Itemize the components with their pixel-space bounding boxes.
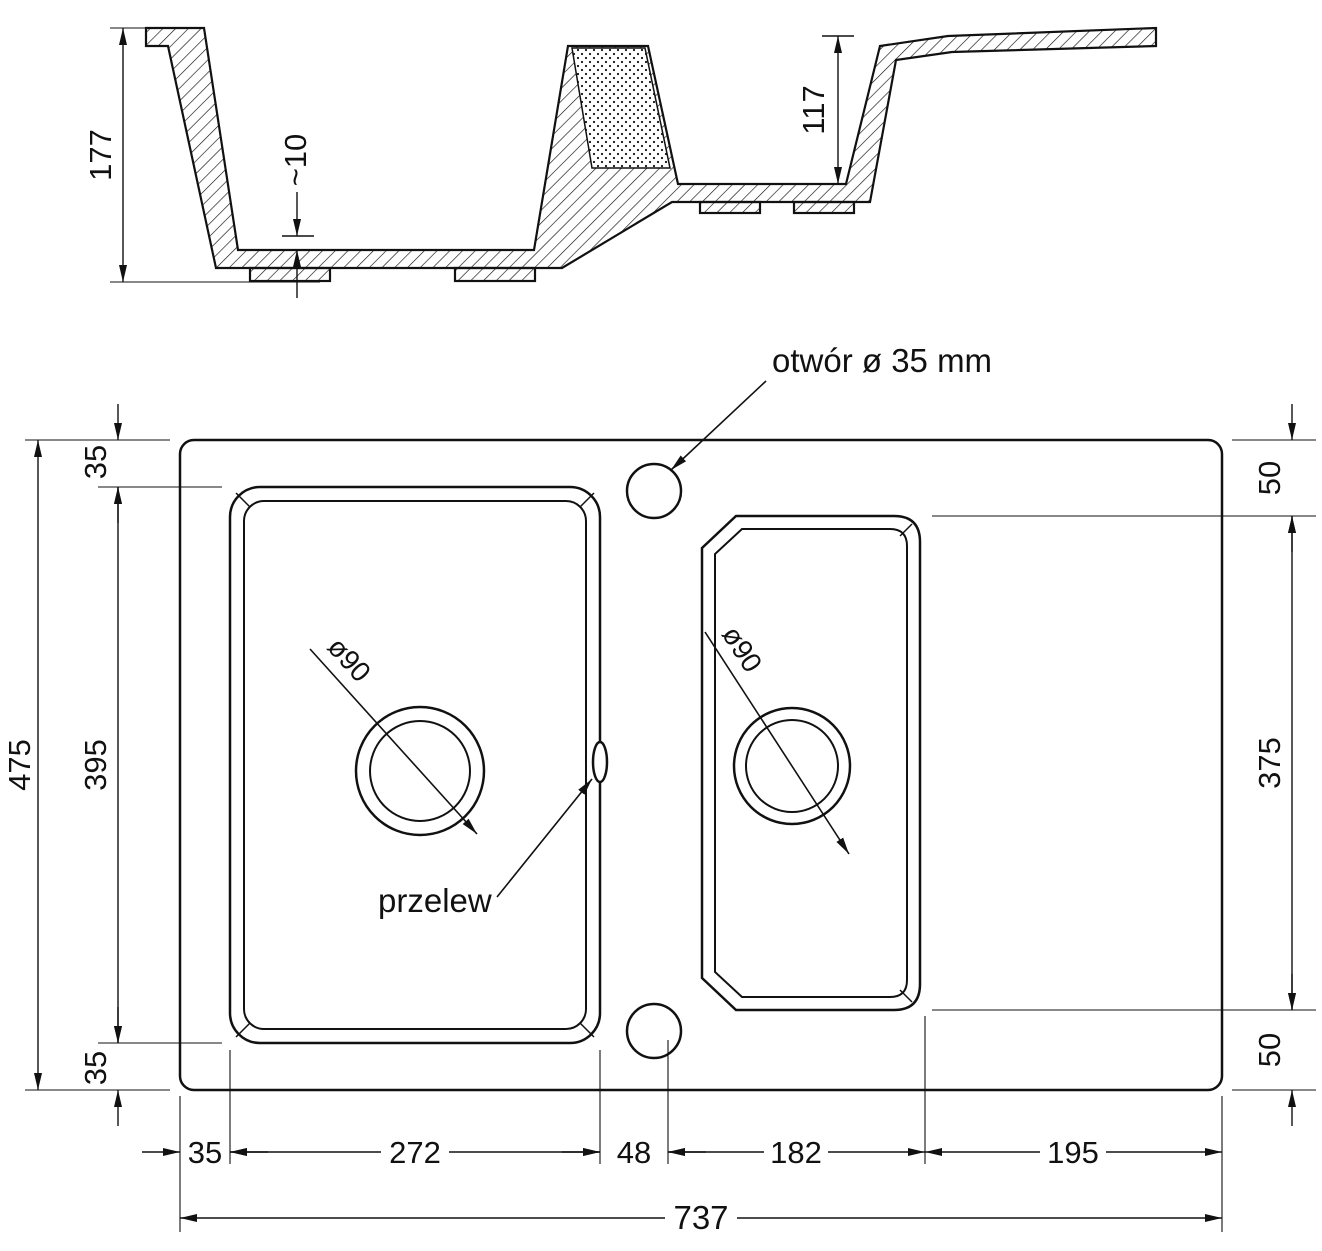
section-divider-stipple	[571, 47, 671, 169]
overflow-slot	[591, 740, 609, 784]
overflow-label: przelew	[378, 882, 492, 919]
dim-label: 117	[796, 85, 831, 134]
corner-tick	[579, 492, 595, 508]
label-overflow: przelew	[378, 778, 593, 919]
dim-label: 737	[673, 1199, 728, 1236]
corner-tick	[579, 1022, 595, 1038]
leader-line	[309, 648, 478, 835]
dim-label: 50	[1252, 461, 1287, 495]
dim-label-mask	[1040, 1136, 1106, 1168]
section-foot	[698, 200, 762, 215]
dim-right-basin-width: 182	[668, 1135, 925, 1170]
leader-line	[704, 631, 850, 855]
tap-hole	[625, 462, 683, 520]
dim-label: 35	[78, 1051, 113, 1085]
dim-left-margin-bottom: 35	[78, 1007, 122, 1126]
dim-label: ~10	[278, 134, 313, 187]
dim-left-margin-top: 35	[78, 404, 122, 523]
corner-tick	[235, 492, 251, 508]
dim-total-width: 737	[180, 1199, 1222, 1236]
section-foot	[792, 200, 856, 215]
dim-label: 272	[389, 1135, 441, 1170]
leader-line	[496, 778, 593, 898]
dim-label: 177	[83, 129, 118, 181]
dim-label: 35	[188, 1135, 222, 1170]
left-basin-inner-outline	[243, 500, 587, 1030]
dim-depth-left: 177	[83, 27, 320, 283]
dim-label: 475	[2, 739, 37, 791]
dim-label: 48	[617, 1135, 651, 1170]
section-foot	[453, 266, 537, 283]
right-basin-inner-outline	[714, 528, 908, 998]
corner-tick	[899, 989, 913, 1003]
dim-right-margin-top: 50	[1252, 404, 1296, 552]
dim-right-basin-height: 375	[1252, 516, 1296, 1010]
label-tap-hole: otwór ø 35 mm	[670, 342, 992, 471]
tap-hole-label: otwór ø 35 mm	[772, 342, 992, 379]
leader-line	[670, 380, 767, 471]
dim-label: 50	[1252, 1033, 1287, 1067]
right-drain-inner	[745, 719, 839, 813]
left-drain-inner	[369, 720, 471, 822]
dim-floor-offset: ~10	[278, 134, 314, 298]
dim-left-basin-height: 395	[78, 487, 122, 1043]
dim-label: 375	[1252, 737, 1287, 789]
dim-left-basin-width: 272	[230, 1135, 600, 1170]
dim-divider-width: 48	[562, 1135, 706, 1170]
plan-view: ø90 ø90 przelew otwór ø 35 mm	[2, 342, 1316, 1236]
dim-depth-right: 117	[796, 35, 854, 184]
dim-label: 35	[78, 445, 113, 479]
corner-tick	[899, 523, 913, 537]
dim-label: 182	[770, 1135, 822, 1170]
cross-section-view: 177 ~10 117	[83, 26, 1158, 298]
corner-tick	[235, 1022, 251, 1038]
dim-right-margin-bottom: 50	[1252, 974, 1296, 1126]
dim-label-mask	[665, 1200, 737, 1236]
dim-label-mask	[764, 1136, 828, 1168]
dim-label: 195	[1047, 1135, 1099, 1170]
dim-total-height: 475	[2, 440, 42, 1090]
dim-label: 395	[78, 739, 113, 791]
bottom-hole	[625, 1002, 683, 1060]
dim-drainer-width: 195	[925, 1135, 1222, 1170]
dim-label-mask	[381, 1136, 449, 1168]
section-foot	[248, 266, 332, 283]
